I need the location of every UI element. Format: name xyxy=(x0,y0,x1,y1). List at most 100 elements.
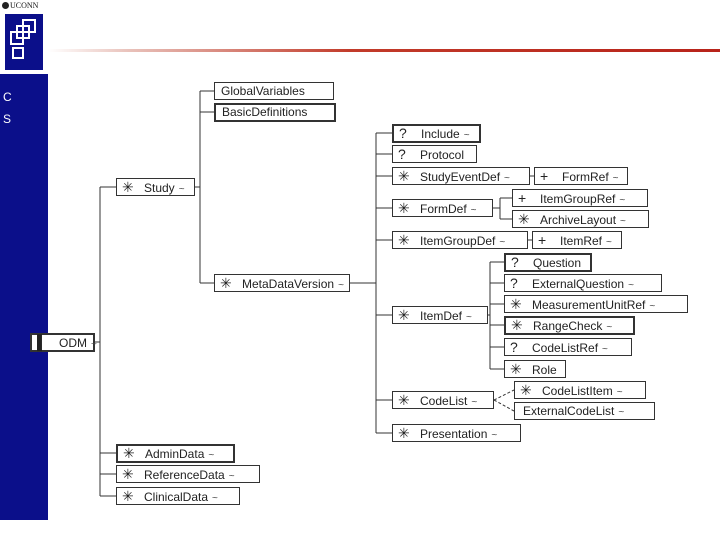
multi-marker: ✳ xyxy=(398,200,410,216)
node-label: ItemGroupDef xyxy=(420,234,496,248)
node-label: ItemGroupRef xyxy=(540,192,616,206)
node-item-group-ref: +ItemGroupRef~ xyxy=(512,189,648,207)
attr-marker: ~ xyxy=(178,184,185,195)
attr-marker: ~ xyxy=(504,173,510,184)
attr-marker: ~ xyxy=(612,173,619,184)
attr-marker: ~ xyxy=(616,387,623,398)
attr-marker: ~ xyxy=(649,301,656,312)
node-label: ExternalCodeList xyxy=(523,404,615,418)
attr-marker: ~ xyxy=(618,407,625,418)
node-form-ref: + FormRef~ xyxy=(534,167,628,185)
node-label: ArchiveLayout xyxy=(540,213,617,227)
node-label: FormRef xyxy=(562,170,609,184)
node-label: CodeListRef xyxy=(532,341,599,355)
uconn-logo-text: UCONN xyxy=(10,1,39,10)
node-external-code-list: ExternalCodeList~ xyxy=(514,402,655,420)
node-label: ItemRef xyxy=(560,234,603,248)
node-admin-data: ✳AdminData~ xyxy=(116,444,235,463)
node-label: FormDef xyxy=(420,202,467,216)
node-label: Role xyxy=(532,363,557,377)
attr-marker: ~ xyxy=(471,397,478,408)
optional-marker: ? xyxy=(398,146,406,162)
multi-marker: ✳ xyxy=(220,275,232,291)
multi-marker: ✳ xyxy=(510,361,522,377)
attr-marker: ~ xyxy=(470,205,477,216)
sidebar-edge-text-2: S xyxy=(3,112,12,126)
node-clinical-data: ✳ClinicalData~ xyxy=(116,487,240,505)
uconn-logo: UCONN xyxy=(2,1,38,10)
optional-marker: ? xyxy=(511,254,519,270)
node-range-check: ✳ RangeCheck~ xyxy=(504,316,635,335)
node-archive-layout: ✳ ArchiveLayout~ xyxy=(512,210,649,228)
one-or-more-marker: + xyxy=(540,168,549,184)
node-measurement-unit-ref: ✳MeasurementUnitRef~ xyxy=(504,295,688,313)
multi-marker: ✳ xyxy=(398,307,410,323)
node-label: ItemDef xyxy=(420,309,463,323)
multi-marker: ✳ xyxy=(511,317,523,333)
node-code-list-item: ✳CodeListItem~ xyxy=(514,381,646,399)
node-label: ExternalQuestion xyxy=(532,277,625,291)
sidebar-edge-text-1: C xyxy=(3,90,12,104)
node-label: BasicDefinitions xyxy=(222,105,308,119)
node-protocol: ? Protocol xyxy=(392,145,477,163)
one-or-more-marker: + xyxy=(538,232,547,248)
optional-marker: ? xyxy=(399,125,407,141)
node-label: CodeList xyxy=(420,394,468,408)
node-study-event-def: ✳ StudyEventDef~ xyxy=(392,167,530,185)
multi-marker: ✳ xyxy=(398,392,410,408)
attr-marker: ~ xyxy=(212,493,218,504)
multi-marker: ✳ xyxy=(122,466,134,482)
attr-marker: ~ xyxy=(463,130,470,141)
node-presentation: ✳ Presentation~ xyxy=(392,424,521,442)
optional-marker: ? xyxy=(510,275,518,291)
node-role: ✳ Role xyxy=(504,360,566,378)
node-odm: ▌ ODM ~ xyxy=(30,333,97,352)
node-external-question: ? ExternalQuestion~ xyxy=(504,274,662,292)
attr-marker: ~ xyxy=(338,280,344,291)
node-form-def: ✳ FormDef~ xyxy=(392,199,493,217)
node-item-ref: + ItemRef~ xyxy=(532,231,622,249)
attr-marker: ~ xyxy=(91,339,97,350)
node-question: ?Question xyxy=(504,253,592,272)
node-label: Study xyxy=(144,181,175,195)
multi-marker: ✳ xyxy=(518,211,530,227)
node-label: Protocol xyxy=(420,148,465,162)
multi-marker: ✳ xyxy=(122,179,134,195)
attr-marker: ~ xyxy=(628,280,634,291)
attr-marker: ~ xyxy=(619,195,626,206)
attr-marker: ~ xyxy=(606,322,613,333)
node-label: Presentation xyxy=(420,427,488,441)
node-code-list: ✳ CodeList~ xyxy=(392,391,494,409)
node-item-def: ✳ItemDef~ xyxy=(392,306,488,324)
optional-marker: ? xyxy=(510,339,518,355)
node-label: RangeCheck xyxy=(533,319,603,333)
attr-marker: ~ xyxy=(606,237,612,248)
node-label: MetaDataVersion xyxy=(242,277,335,291)
multi-marker: ✳ xyxy=(398,425,410,441)
node-label: Include xyxy=(421,127,460,141)
node-label: ClinicalData xyxy=(144,490,209,504)
node-study: ✳ Study~ xyxy=(116,178,195,196)
node-include: ? Include~ xyxy=(392,124,481,143)
node-label: StudyEventDef xyxy=(420,170,501,184)
attr-marker: ~ xyxy=(620,216,626,227)
node-label: CodeListItem xyxy=(542,384,613,398)
seal-icon xyxy=(2,2,9,9)
required-marker: ▌ xyxy=(37,334,47,350)
node-label: MeasurementUnitRef xyxy=(532,298,646,312)
attr-marker: ~ xyxy=(499,237,506,248)
stacked-boxes-logo-icon xyxy=(5,14,43,70)
node-code-list-ref: ?CodeListRef~ xyxy=(504,338,632,356)
node-reference-data: ✳ ReferenceData~ xyxy=(116,465,260,483)
attr-marker: ~ xyxy=(491,430,498,441)
multi-marker: ✳ xyxy=(398,168,410,184)
node-metadata-version: ✳ MetaDataVersion~ xyxy=(214,274,350,292)
logo-area: UCONN xyxy=(0,0,48,74)
node-global-variables: GlobalVariables xyxy=(214,82,334,100)
attr-marker: ~ xyxy=(208,450,215,461)
node-basic-definitions: BasicDefinitions xyxy=(214,103,336,122)
node-label: ODM xyxy=(59,336,87,350)
node-label: ReferenceData xyxy=(144,468,225,482)
attr-marker: ~ xyxy=(228,471,235,482)
